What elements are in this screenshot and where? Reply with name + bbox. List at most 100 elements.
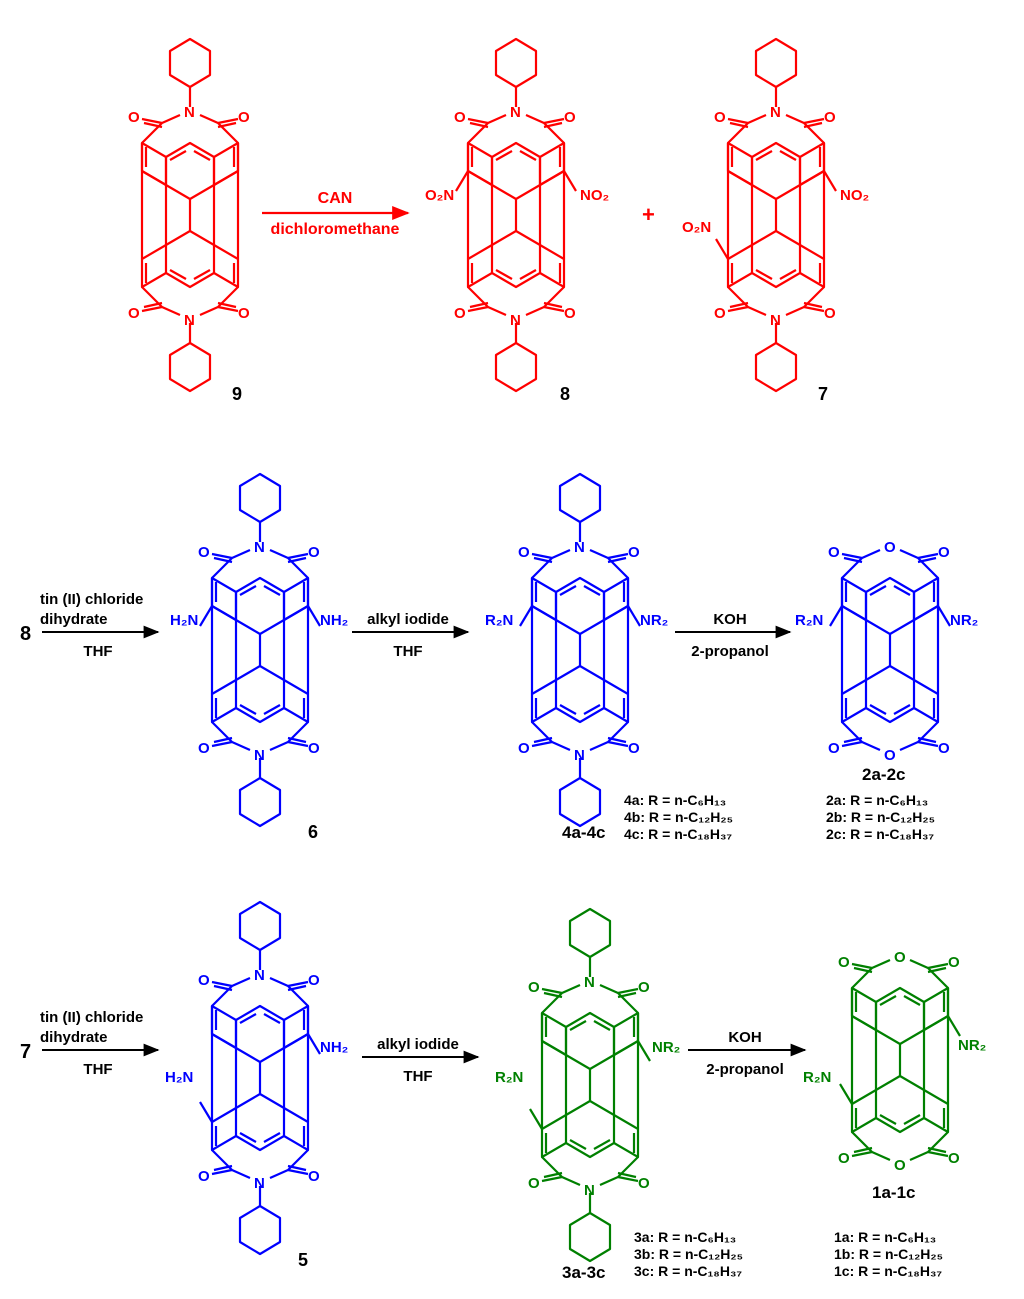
- svg-text:N: N: [254, 967, 265, 984]
- svg-text:O: O: [238, 109, 250, 126]
- amino-group-left-6: H₂N: [170, 612, 198, 629]
- r-group-2c: 2c: R = n-C₁₈H₃₇: [826, 826, 934, 842]
- solvent-thf-row3-b: THF: [403, 1068, 432, 1085]
- svg-text:N: N: [510, 104, 521, 121]
- svg-text:O: O: [828, 544, 840, 561]
- svg-text:O: O: [824, 305, 836, 322]
- solvent-thf-row2-b: THF: [393, 643, 422, 660]
- amino-group-right-5: NH₂: [320, 1039, 348, 1056]
- svg-text:O: O: [638, 979, 650, 996]
- svg-text:O: O: [894, 949, 906, 966]
- svg-text:O: O: [564, 305, 576, 322]
- svg-text:N: N: [770, 312, 781, 329]
- svg-text:N: N: [574, 747, 585, 764]
- dialkylamino-left-1: R₂N: [803, 1069, 831, 1086]
- compound-label-1: 1a-1c: [872, 1183, 915, 1202]
- svg-text:O: O: [838, 954, 850, 971]
- compound-2-structure: O O O O O O: [828, 539, 951, 764]
- solvent-thf-row3-a: THF: [83, 1061, 112, 1078]
- svg-text:N: N: [770, 104, 781, 121]
- compound-label-2: 2a-2c: [862, 765, 905, 784]
- dialkylamino-right-1: NR₂: [958, 1037, 986, 1054]
- svg-text:O: O: [518, 544, 530, 561]
- nitro-group-left-7: O₂N: [682, 219, 711, 236]
- nitro-group-right-8: NO₂: [580, 187, 609, 204]
- compound-label-6: 6: [308, 822, 318, 842]
- compound-label-9: 9: [232, 384, 242, 404]
- compound-label-4: 4a-4c: [562, 823, 605, 842]
- svg-text:O: O: [884, 747, 896, 764]
- svg-text:N: N: [184, 104, 195, 121]
- start-compound-7: 7: [20, 1041, 31, 1063]
- r-group-3b: 3b: R = n-C₁₂H₂₅: [634, 1246, 743, 1262]
- svg-text:O: O: [838, 1150, 850, 1167]
- reagent-alkyl-iodide-row2: alkyl iodide: [367, 611, 449, 628]
- dialkylamino-right-2: NR₂: [950, 612, 978, 629]
- reagent-koh-row2: KOH: [713, 611, 746, 628]
- svg-text:O: O: [454, 305, 466, 322]
- r-group-3a: 3a: R = n-C₆H₁₃: [634, 1229, 736, 1245]
- svg-text:O: O: [824, 109, 836, 126]
- compound-7-structure: N N O O O O: [714, 37, 837, 393]
- svg-text:O: O: [454, 109, 466, 126]
- r-group-3c: 3c: R = n-C₁₈H₃₇: [634, 1263, 742, 1279]
- solvent-2-propanol-row3: 2-propanol: [706, 1061, 784, 1078]
- dialkylamino-right-3: NR₂: [652, 1039, 680, 1056]
- plus-sign: +: [642, 202, 655, 227]
- svg-text:O: O: [528, 1175, 540, 1192]
- r-group-1a: 1a: R = n-C₆H₁₃: [834, 1229, 936, 1245]
- svg-text:O: O: [308, 1168, 320, 1185]
- svg-text:O: O: [198, 1168, 210, 1185]
- r-group-4b: 4b: R = n-C₁₂H₂₅: [624, 809, 733, 825]
- svg-text:N: N: [574, 539, 585, 556]
- start-compound-8: 8: [20, 623, 31, 645]
- svg-text:O: O: [714, 305, 726, 322]
- r-group-2a: 2a: R = n-C₆H₁₃: [826, 792, 928, 808]
- r-group-4a: 4a: R = n-C₆H₁₃: [624, 792, 726, 808]
- reagent-dihydrate-row3: dihydrate: [40, 1029, 108, 1046]
- svg-text:O: O: [714, 109, 726, 126]
- amino-group-right-6: NH₂: [320, 612, 348, 629]
- svg-text:N: N: [584, 1182, 595, 1199]
- svg-text:N: N: [584, 974, 595, 991]
- dialkylamino-right-4: NR₂: [640, 612, 668, 629]
- svg-text:O: O: [128, 305, 140, 322]
- svg-text:O: O: [884, 539, 896, 556]
- amino-group-left-5: H₂N: [165, 1069, 193, 1086]
- svg-text:O: O: [198, 740, 210, 757]
- svg-text:O: O: [828, 740, 840, 757]
- svg-text:O: O: [308, 972, 320, 989]
- svg-text:O: O: [938, 740, 950, 757]
- solvent-2-propanol-row2: 2-propanol: [691, 643, 769, 660]
- svg-text:O: O: [198, 972, 210, 989]
- reagent-tin-chloride-row2: tin (II) chloride: [40, 591, 143, 608]
- compound-label-3: 3a-3c: [562, 1263, 605, 1282]
- nitro-group-left-8: O₂N: [425, 187, 454, 204]
- solvent-dichloromethane: dichloromethane: [271, 221, 400, 238]
- svg-text:O: O: [948, 954, 960, 971]
- svg-text:O: O: [638, 1175, 650, 1192]
- svg-text:O: O: [628, 544, 640, 561]
- svg-text:O: O: [938, 544, 950, 561]
- reagent-tin-chloride-row3: tin (II) chloride: [40, 1009, 143, 1026]
- reagent-koh-row3: KOH: [728, 1029, 761, 1046]
- svg-text:O: O: [308, 740, 320, 757]
- svg-text:O: O: [308, 544, 320, 561]
- compound-label-5: 5: [298, 1250, 308, 1270]
- svg-text:O: O: [528, 979, 540, 996]
- svg-text:N: N: [184, 312, 195, 329]
- svg-text:N: N: [254, 539, 265, 556]
- svg-text:O: O: [128, 109, 140, 126]
- compound-label-8: 8: [560, 384, 570, 404]
- dialkylamino-left-2: R₂N: [795, 612, 823, 629]
- nitro-group-right-7: NO₂: [840, 187, 869, 204]
- svg-text:N: N: [254, 747, 265, 764]
- svg-text:O: O: [894, 1157, 906, 1174]
- r-group-1b: 1b: R = n-C₁₂H₂₅: [834, 1246, 943, 1262]
